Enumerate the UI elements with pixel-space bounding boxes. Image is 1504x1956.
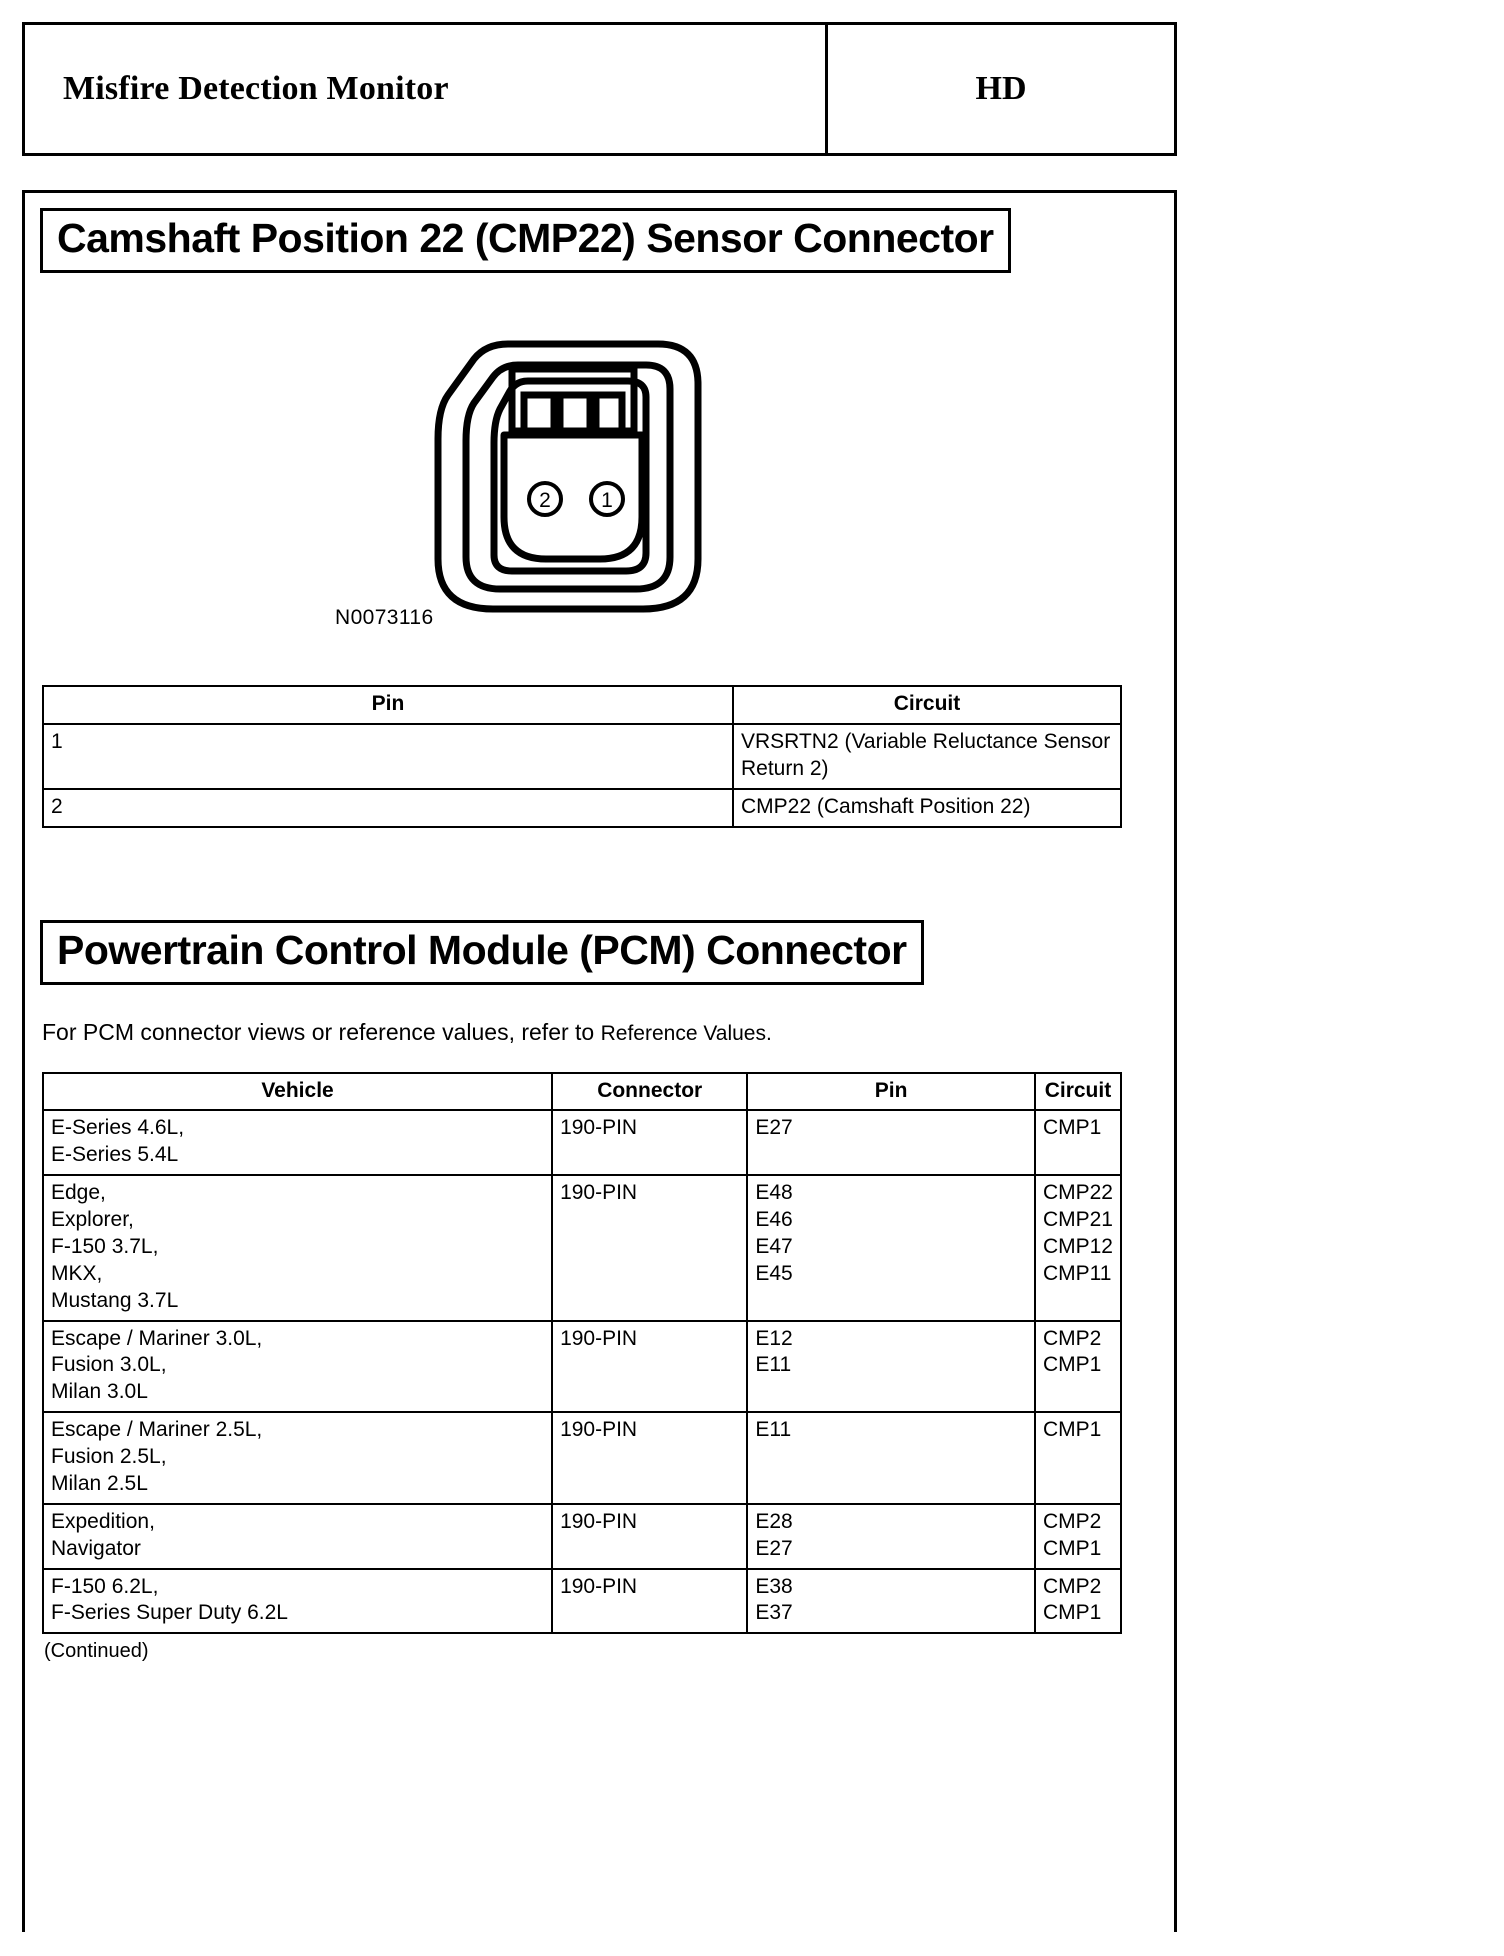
cell-circuit: CMP22 (Camshaft Position 22)	[732, 787, 1122, 828]
cell-circuit: CMP2 CMP1	[1033, 1567, 1123, 1635]
column-header-pin: Pin	[42, 685, 734, 725]
document-body-frame: Camshaft Position 22 (CMP22) Sensor Conn…	[22, 190, 1177, 1932]
cell-pin: E11	[746, 1411, 1036, 1505]
table-header-row: Pin Circuit	[42, 685, 1122, 725]
page-header-title-cell: Misfire Detection Monitor	[25, 25, 828, 153]
cell-vehicle: Expedition, Navigator	[41, 1502, 554, 1570]
cell-pin: E48 E46 E47 E45	[746, 1174, 1036, 1322]
table-row: E-Series 4.6L, E-Series 5.4L 190-PIN E27…	[41, 1109, 1123, 1177]
table-header-row: Vehicle Connector Pin Circuit	[41, 1071, 1123, 1112]
pin-marker-1: 1	[589, 481, 625, 518]
cell-connector: 190-PIN	[551, 1319, 749, 1414]
cell-connector: 190-PIN	[551, 1567, 749, 1635]
section-heading-cmp22-label: Camshaft Position 22 (CMP22) Sensor Conn…	[57, 215, 994, 261]
connector-diagram-icon: 2 1	[434, 340, 702, 613]
table-row: F-150 6.2L, F-Series Super Duty 6.2L 190…	[41, 1567, 1123, 1635]
document-page: Misfire Detection Monitor HD Camshaft Po…	[22, 22, 1177, 1932]
column-header-connector: Connector	[551, 1071, 749, 1112]
cell-vehicle: Escape / Mariner 3.0L, Fusion 3.0L, Mila…	[41, 1319, 554, 1414]
pcm-note-reference-link[interactable]: Reference Values.	[600, 1021, 772, 1045]
column-header-pin: Pin	[746, 1071, 1036, 1112]
cell-connector: 190-PIN	[551, 1174, 749, 1322]
cell-pin: E27	[746, 1109, 1036, 1177]
cell-pin: 2	[42, 787, 734, 828]
cell-pin: E38 E37	[746, 1567, 1036, 1635]
page-header-code-cell: HD	[828, 25, 1174, 153]
column-header-circuit: Circuit	[732, 685, 1122, 725]
table-row: Escape / Mariner 2.5L, Fusion 2.5L, Mila…	[41, 1411, 1123, 1505]
cell-pin: 1	[42, 722, 734, 790]
table-row: 2 CMP22 (Camshaft Position 22)	[42, 787, 1122, 828]
document-content: Camshaft Position 22 (CMP22) Sensor Conn…	[40, 208, 1165, 1663]
cell-vehicle: Escape / Mariner 2.5L, Fusion 2.5L, Mila…	[41, 1411, 554, 1505]
table-row: Expedition, Navigator 190-PIN E28 E27 CM…	[41, 1502, 1123, 1570]
continued-note: (Continued)	[44, 1640, 149, 1663]
section-heading-cmp22: Camshaft Position 22 (CMP22) Sensor Conn…	[40, 208, 1011, 274]
pin-marker-2: 2	[527, 481, 563, 518]
cell-vehicle: F-150 6.2L, F-Series Super Duty 6.2L	[41, 1567, 554, 1635]
cell-circuit: CMP1	[1033, 1411, 1123, 1505]
cell-pin: E28 E27	[746, 1502, 1036, 1570]
cell-circuit: CMP22 CMP21 CMP12 CMP11	[1033, 1174, 1123, 1322]
cell-connector: 190-PIN	[551, 1411, 749, 1505]
pcm-section: Powertrain Control Module (PCM) Connecto…	[40, 919, 1165, 1664]
svg-text:1: 1	[601, 489, 613, 512]
cell-vehicle: Edge, Explorer, F-150 3.7L, MKX, Mustang…	[41, 1174, 554, 1322]
table-row: 1 VRSRTN2 (Variable Reluctance Sensor Re…	[42, 722, 1122, 790]
pcm-connector-table: Vehicle Connector Pin Circuit E-Series 4…	[41, 1071, 1123, 1635]
cmp22-pin-table: Pin Circuit 1 VRSRTN2 (Variable Reluctan…	[42, 685, 1122, 828]
cell-circuit: CMP1	[1033, 1109, 1123, 1177]
section-heading-pcm: Powertrain Control Module (PCM) Connecto…	[40, 919, 924, 985]
page-title: Misfire Detection Monitor	[63, 70, 449, 107]
cmp22-connector-figure: 2 1 N0073116	[40, 309, 1165, 659]
monitor-code-badge: HD	[975, 70, 1027, 107]
page-header-band: Misfire Detection Monitor HD	[22, 22, 1177, 156]
table-row: Escape / Mariner 3.0L, Fusion 3.0L, Mila…	[41, 1319, 1123, 1414]
section-heading-pcm-label: Powertrain Control Module (PCM) Connecto…	[57, 926, 907, 973]
column-header-vehicle: Vehicle	[41, 1071, 554, 1112]
cell-circuit: VRSRTN2 (Variable Reluctance Sensor Retu…	[732, 722, 1122, 790]
cell-pin: E12 E11	[746, 1319, 1036, 1414]
svg-text:2: 2	[539, 489, 551, 512]
cell-circuit: CMP2 CMP1	[1033, 1319, 1123, 1414]
cell-circuit: CMP2 CMP1	[1033, 1502, 1123, 1570]
pcm-reference-note: For PCM connector views or reference val…	[42, 1019, 1165, 1046]
pcm-note-text: For PCM connector views or reference val…	[42, 1018, 601, 1045]
table-row: Edge, Explorer, F-150 3.7L, MKX, Mustang…	[41, 1174, 1123, 1322]
cell-connector: 190-PIN	[551, 1502, 749, 1570]
cell-connector: 190-PIN	[551, 1109, 749, 1177]
column-header-circuit: Circuit	[1033, 1071, 1123, 1112]
cell-vehicle: E-Series 4.6L, E-Series 5.4L	[41, 1109, 554, 1177]
figure-part-number: N0073116	[335, 606, 434, 630]
